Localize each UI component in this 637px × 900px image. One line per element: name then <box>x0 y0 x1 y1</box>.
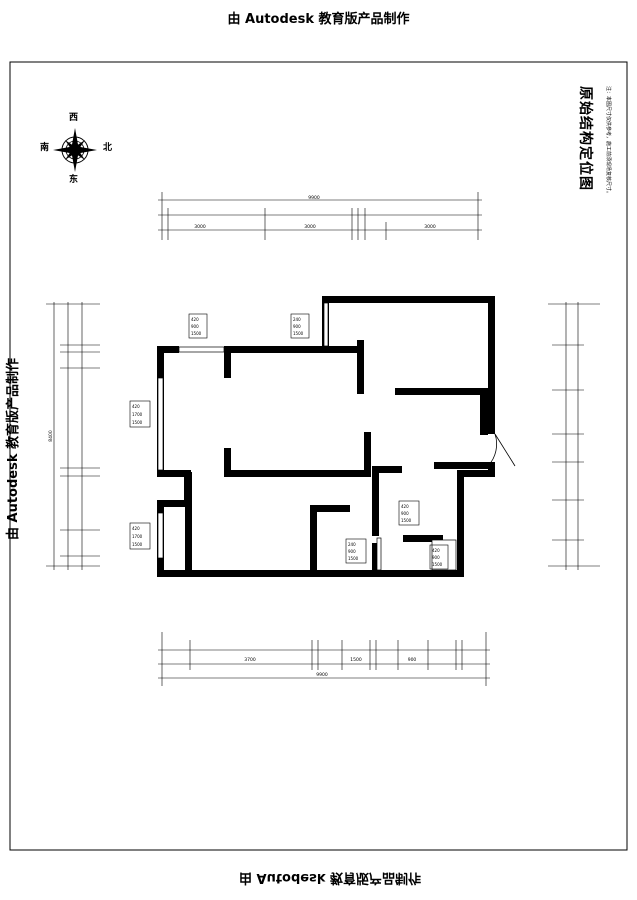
wall-top-right <box>322 296 495 303</box>
wall-int-4 <box>364 432 371 477</box>
window-tag-7: 420 900 1500 <box>429 544 449 570</box>
window-left-upper <box>157 377 164 471</box>
wall-int-9 <box>372 543 379 573</box>
compass-icon <box>53 128 97 172</box>
drawing-title: 原始结构定位图 <box>577 86 593 191</box>
wall-bottom <box>157 570 464 577</box>
window-tag-5: 240 900 1500 <box>345 538 367 564</box>
svg-text:1500: 1500 <box>432 562 443 567</box>
door-icon <box>487 433 516 467</box>
svg-text:1500: 1500 <box>401 518 412 523</box>
window-top-left <box>178 346 225 353</box>
wall-right-upper <box>488 296 495 434</box>
dim-bottom-seg-1: 3700 <box>244 657 256 663</box>
wall-int-1 <box>224 346 231 378</box>
svg-text:1700: 1700 <box>132 534 143 539</box>
compass-north: 北 <box>103 143 113 153</box>
compass-east: 东 <box>69 175 79 185</box>
wall-int-3 <box>224 448 231 476</box>
svg-text:1500: 1500 <box>293 331 304 336</box>
wall-int-5 <box>480 395 488 435</box>
svg-text:420: 420 <box>432 548 440 553</box>
svg-text:420: 420 <box>401 504 409 509</box>
svg-text:900: 900 <box>432 555 440 560</box>
window-left-lower <box>157 512 164 559</box>
svg-text:1500: 1500 <box>348 556 359 561</box>
dim-top-seg-2: 3000 <box>304 224 316 230</box>
dim-left-overall: 8400 <box>48 430 54 442</box>
wall-right-step <box>457 470 495 477</box>
wall-left-lower-top <box>157 500 191 507</box>
dimension-labels: 9900 9900 8400 3000 3000 3000 3700 1500 … <box>48 195 436 678</box>
svg-text:900: 900 <box>293 324 301 329</box>
dim-top-overall: 9900 <box>308 195 320 201</box>
wall-int-h3 <box>434 462 488 469</box>
svg-text:1700: 1700 <box>132 412 143 417</box>
window-top-mid <box>323 302 329 347</box>
dim-bottom-seg-2: 1500 <box>350 657 362 663</box>
windows <box>157 302 457 571</box>
wall-top-left-b <box>224 346 364 353</box>
window-tag-3: 420 1700 1500 <box>129 400 151 428</box>
compass-south: 南 <box>40 143 50 153</box>
svg-text:420: 420 <box>132 526 140 531</box>
sheet-border <box>9 61 628 851</box>
wall-int-6 <box>372 466 379 536</box>
dim-top-seg-1: 3000 <box>194 224 206 230</box>
window-tag-1: 420 900 1500 <box>188 313 208 339</box>
wall-int-h5 <box>310 505 350 512</box>
svg-text:900: 900 <box>348 549 356 554</box>
wall-right-step-v <box>457 470 464 542</box>
window-tag-2: 240 900 1500 <box>290 313 310 339</box>
wall-int-7 <box>185 472 192 572</box>
svg-text:1500: 1500 <box>132 420 143 425</box>
svg-text:900: 900 <box>191 324 199 329</box>
window-tags: 420 900 1500 240 900 1500 420 1700 1500 … <box>129 313 449 570</box>
svg-text:240: 240 <box>293 317 301 322</box>
watermark-top: 由 Autodesk 教育版产品制作 <box>227 12 410 27</box>
wall-int-h6 <box>403 535 443 542</box>
wall-top-left-a <box>157 346 179 353</box>
wall-int-h2 <box>395 388 488 395</box>
wall-int-2 <box>357 340 364 394</box>
wall-int-h <box>224 470 371 477</box>
dim-bottom-seg-3: 900 <box>408 657 417 663</box>
wall-right-lower <box>488 462 495 476</box>
svg-text:1500: 1500 <box>191 331 202 336</box>
window-bottom-mid <box>376 537 382 571</box>
wall-left-step <box>157 470 189 477</box>
compass-west: 西 <box>69 113 79 123</box>
wall-int-8 <box>310 505 317 572</box>
svg-text:420: 420 <box>132 404 140 409</box>
dim-bottom-overall: 9900 <box>316 672 328 678</box>
dimension-lines <box>46 192 600 686</box>
svg-text:1500: 1500 <box>132 542 143 547</box>
window-tag-4: 420 1700 1500 <box>129 522 151 550</box>
svg-text:420: 420 <box>191 317 199 322</box>
wall-int-h4 <box>372 466 402 473</box>
window-tag-6: 420 900 1500 <box>398 500 420 526</box>
svg-text:240: 240 <box>348 542 356 547</box>
svg-text:900: 900 <box>401 511 409 516</box>
dim-top-seg-3: 3000 <box>424 224 436 230</box>
wall-bottom-right-v <box>457 540 464 577</box>
drawing-note: 注：本图尺寸仅供参考，施工前须现场复核尺寸。 <box>605 86 611 197</box>
